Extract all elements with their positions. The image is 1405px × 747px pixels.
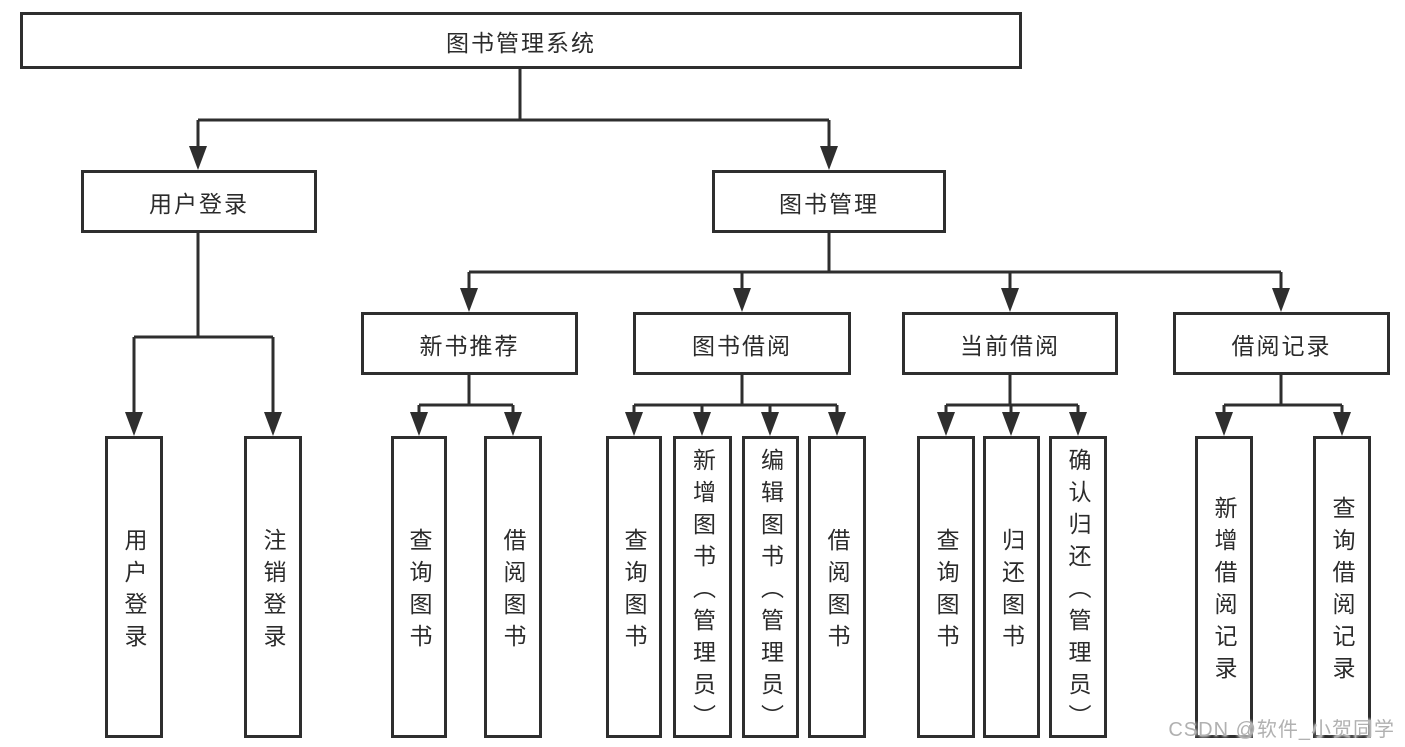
arrowhead-borrow-book-2 bbox=[828, 412, 846, 436]
arrowhead-query-record bbox=[1333, 412, 1351, 436]
leaf-logout-label: 注销登录 bbox=[260, 527, 286, 656]
node-book-borrow-label: 图书借阅 bbox=[692, 332, 792, 359]
connector-borrow-records bbox=[1222, 375, 1344, 414]
leaf-query-book-3-label: 查询图书 bbox=[933, 527, 959, 656]
leaf-user-login: 用户登录 bbox=[105, 436, 163, 738]
leaf-confirm-return-label: 确认归还（管理员） bbox=[1065, 447, 1091, 736]
node-borrow-records: 借阅记录 bbox=[1173, 312, 1390, 375]
leaf-query-book-3: 查询图书 bbox=[917, 436, 975, 738]
node-user-login: 用户登录 bbox=[81, 170, 317, 233]
node-book-mgmt-label: 图书管理 bbox=[779, 190, 879, 217]
arrowhead-query-book-2 bbox=[625, 412, 643, 436]
arrowhead-leaf-logout bbox=[264, 412, 282, 436]
leaf-borrow-book-1-label: 借阅图书 bbox=[500, 527, 526, 656]
node-current-borrow-label: 当前借阅 bbox=[960, 332, 1060, 359]
leaf-logout: 注销登录 bbox=[244, 436, 302, 738]
arrowhead-book-mgmt bbox=[820, 146, 838, 170]
leaf-query-book-2-label: 查询图书 bbox=[621, 527, 647, 656]
node-borrow-records-label: 借阅记录 bbox=[1231, 332, 1332, 359]
arrowhead-user-login bbox=[189, 146, 207, 170]
arrowhead-borrow-records bbox=[1272, 288, 1290, 312]
connector-book-mgmt bbox=[467, 233, 1283, 290]
arrowhead-current-borrow bbox=[1001, 288, 1019, 312]
leaf-add-record-label: 新增借阅记录 bbox=[1211, 495, 1237, 688]
node-current-borrow: 当前借阅 bbox=[902, 312, 1118, 375]
connector-user-login bbox=[132, 233, 275, 414]
leaf-user-login-label: 用户登录 bbox=[121, 527, 147, 656]
leaf-return-book-label: 归还图书 bbox=[998, 527, 1025, 656]
leaf-edit-book: 编辑图书（管理员） bbox=[742, 436, 799, 738]
leaf-query-record-label: 查询借阅记录 bbox=[1329, 495, 1355, 688]
arrowhead-new-book-rec bbox=[460, 288, 478, 312]
leaf-query-book-1-label: 查询图书 bbox=[406, 527, 432, 656]
arrowhead-leaf-user-login bbox=[125, 412, 143, 436]
arrowhead-return-book bbox=[1002, 412, 1020, 436]
node-book-mgmt: 图书管理 bbox=[712, 170, 946, 233]
arrowhead-add-record bbox=[1215, 412, 1233, 436]
connector-new-book-rec bbox=[417, 375, 515, 414]
leaf-add-book: 新增图书（管理员） bbox=[673, 436, 732, 738]
arrowhead-confirm-return bbox=[1069, 412, 1087, 436]
node-book-borrow: 图书借阅 bbox=[633, 312, 851, 375]
arrowhead-query-book-1 bbox=[410, 412, 428, 436]
leaf-query-book-2: 查询图书 bbox=[606, 436, 662, 738]
node-user-login-label: 用户登录 bbox=[149, 190, 249, 217]
arrowhead-book-borrow bbox=[733, 288, 751, 312]
leaf-borrow-book-2-label: 借阅图书 bbox=[824, 527, 850, 656]
node-root-label: 图书管理系统 bbox=[446, 29, 596, 56]
arrowhead-edit-book bbox=[761, 412, 779, 436]
arrowhead-query-book-3 bbox=[937, 412, 955, 436]
leaf-add-record: 新增借阅记录 bbox=[1195, 436, 1253, 738]
node-new-book-rec: 新书推荐 bbox=[361, 312, 578, 375]
leaf-add-book-label: 新增图书（管理员） bbox=[689, 447, 716, 736]
arrowhead-add-book bbox=[693, 412, 711, 436]
leaf-edit-book-label: 编辑图书（管理员） bbox=[757, 447, 784, 736]
leaf-query-record: 查询借阅记录 bbox=[1313, 436, 1371, 738]
connector-root bbox=[196, 69, 831, 148]
watermark: CSDN @软件_小贺同学 bbox=[1168, 719, 1395, 741]
leaf-borrow-book-2: 借阅图书 bbox=[808, 436, 866, 738]
connector-current-borrow bbox=[944, 375, 1080, 414]
connector-book-borrow bbox=[632, 375, 839, 414]
node-new-book-rec-label: 新书推荐 bbox=[419, 332, 520, 359]
leaf-return-book: 归还图书 bbox=[983, 436, 1040, 738]
leaf-borrow-book-1: 借阅图书 bbox=[484, 436, 542, 738]
leaf-confirm-return: 确认归还（管理员） bbox=[1049, 436, 1107, 738]
arrowhead-borrow-book-1 bbox=[504, 412, 522, 436]
node-root: 图书管理系统 bbox=[20, 12, 1022, 69]
leaf-query-book-1: 查询图书 bbox=[391, 436, 447, 738]
